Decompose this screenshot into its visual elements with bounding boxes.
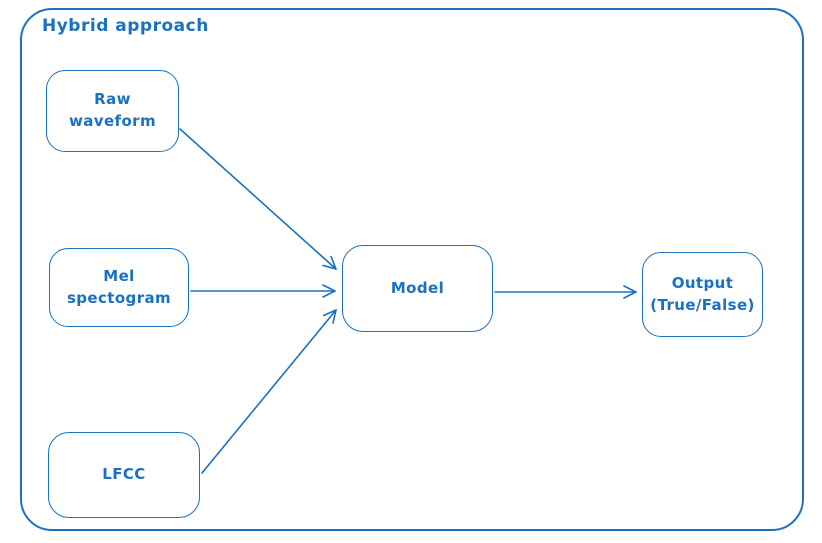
node-model-label: Model — [390, 278, 445, 297]
node-output: Output (True/False) — [642, 252, 763, 337]
node-output-label: Output (True/False) — [650, 273, 755, 314]
node-lfcc-label: LFCC — [102, 465, 146, 484]
node-lfcc: LFCC — [48, 432, 200, 518]
diagram-frame — [20, 8, 804, 531]
diagram-title: Hybrid approach — [42, 16, 209, 36]
node-model: Model — [342, 245, 493, 332]
node-raw-waveform-label: Raw waveform — [69, 90, 156, 130]
node-mel-spectogram-label: Mel spectogram — [66, 266, 172, 307]
node-raw-waveform: Raw waveform — [46, 70, 179, 152]
node-mel-spectogram: Mel spectogram — [49, 248, 189, 327]
